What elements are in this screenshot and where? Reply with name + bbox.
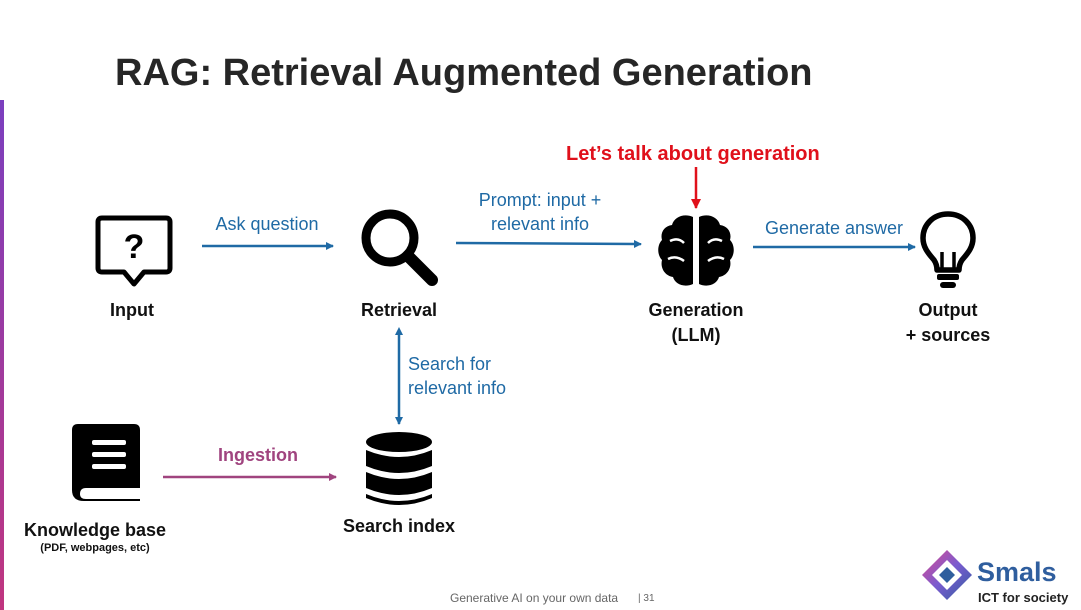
- svg-text:?: ?: [124, 228, 145, 266]
- footer-text: Generative AI on your own data: [450, 591, 619, 605]
- node-generation-line1: Generation: [648, 300, 744, 320]
- edge-ask-question-label: Ask question: [215, 214, 319, 234]
- node-knowledge-base-sub: (PDF, webpages, etc): [40, 542, 150, 554]
- logo-name: Smals: [977, 557, 1057, 587]
- smals-logo-mark: [922, 550, 972, 600]
- node-input-label: Input: [110, 300, 154, 320]
- node-search-index-label: Search index: [342, 516, 456, 536]
- edge-prompt-line2: relevant info: [490, 214, 590, 234]
- edge-prompt-line1: Prompt: input +: [478, 190, 602, 210]
- node-output-line1: Output: [918, 300, 978, 320]
- node-output-line2: + sources: [905, 325, 991, 345]
- edge-search-label: Search for relevant info: [408, 352, 548, 400]
- node-generation-label: Generation (LLM): [636, 298, 756, 348]
- node-retrieval-label: Retrieval: [360, 300, 438, 320]
- slide-edge-accent: [0, 100, 4, 610]
- edge-search-line2: relevant info: [408, 378, 507, 398]
- database-icon: [366, 432, 432, 505]
- book-icon: [72, 424, 140, 501]
- node-generation-line2: (LLM): [671, 325, 721, 345]
- callout-text: Let’s talk about generation: [566, 143, 820, 165]
- edge-generate-answer-label: Generate answer: [764, 218, 904, 238]
- node-output-label: Output + sources: [888, 298, 1008, 348]
- logo-tagline: ICT for society: [978, 590, 1069, 605]
- brain-icon: [658, 215, 734, 286]
- edge-ingestion-label: Ingestion: [218, 445, 298, 465]
- edge-prompt-label: Prompt: input + relevant info: [460, 188, 620, 236]
- edge-search-line1: Search for: [408, 354, 492, 374]
- node-knowledge-base-label: Knowledge base: [23, 520, 167, 540]
- question-bubble-icon: ?: [95, 215, 173, 287]
- slide-title: RAG: Retrieval Augmented Generation: [115, 52, 813, 94]
- page-number: | 31: [638, 593, 655, 604]
- arrow-prompt: [455, 239, 642, 248]
- lightbulb-icon: [920, 211, 976, 288]
- magnifier-icon: [361, 209, 438, 286]
